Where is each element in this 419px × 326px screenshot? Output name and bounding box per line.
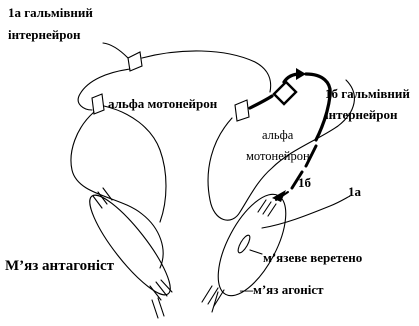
alpha-motoneuron-left-label: альфа мотонейрон: [108, 96, 218, 111]
ia-afferent-fiber: [262, 196, 350, 228]
alpha-motoneuron-right-soma: [235, 100, 249, 121]
muscle-spindle-label: м’язеве веретено: [263, 250, 362, 265]
agonist-tendon-top-2: [263, 202, 271, 214]
ia-interneuron-label-line2: інтернейрон: [8, 27, 81, 42]
antagonist-tendon-top-2: [98, 192, 107, 204]
antagonist-muscle-belly: [79, 186, 181, 303]
agonist-muscle-label: —м’яз агоніст: [239, 282, 324, 297]
ib-interneuron-inhibitory-axon: [250, 96, 272, 108]
muscle-spindle-pointer: [250, 250, 262, 254]
antagonist-tendon-top-1: [93, 196, 102, 208]
antagonist-muscle-label: М’яз антагоніст: [5, 258, 115, 274]
ia-fiber-label: 1а: [348, 184, 362, 199]
antagonist-tendon-bottom-5: [158, 298, 164, 316]
agonist-tendon-top-1: [258, 200, 266, 212]
ia-interneuron-label-line1: 1а гальмівний: [8, 5, 93, 20]
ia-interneuron-soma: [128, 52, 142, 71]
ib-fiber-label: 1б: [298, 175, 312, 190]
ib-interneuron-label-line2: інтернейрон: [325, 107, 398, 122]
antagonist-tendon-bottom-4: [152, 300, 158, 318]
agonist-tendon-top-3: [268, 204, 276, 216]
ib-interneuron-soma: [274, 82, 296, 104]
alpha-motoneuron-left-soma: [92, 94, 104, 114]
ia-interneuron-label-pointer: [103, 43, 128, 58]
antagonist-tendon-bottom-1: [150, 286, 161, 300]
ia-interneuron-dendrite: [142, 51, 271, 92]
alpha-motoneuron-right-label-line1: альфа: [262, 128, 294, 142]
ib-interneuron-label-line1: 1б гальмівний: [325, 86, 410, 101]
alpha-motoneuron-right-label-line2: мотонейрон: [246, 149, 310, 163]
muscle-spindle: [236, 234, 252, 255]
